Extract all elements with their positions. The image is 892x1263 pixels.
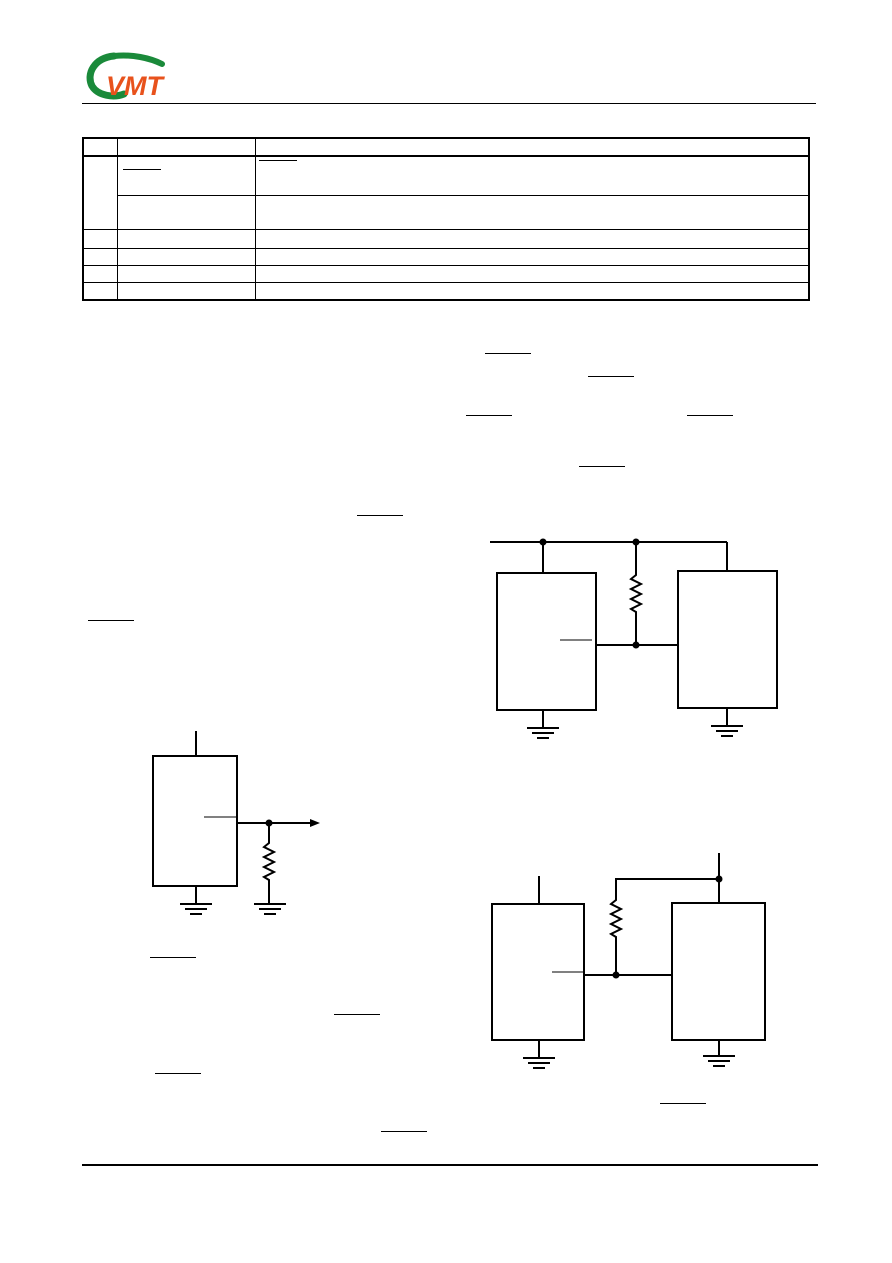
ic-block — [152, 755, 238, 887]
logo-lettering: VMT — [106, 71, 166, 100]
table-row — [82, 282, 810, 301]
overbar-mark — [381, 1131, 427, 1132]
overbar-mark — [357, 515, 403, 516]
ic-block-left — [496, 572, 597, 711]
footer-rule — [82, 1164, 818, 1166]
overbar-mark — [579, 466, 625, 467]
ground-symbol — [703, 1055, 735, 1067]
resistor — [261, 823, 277, 904]
overbar-mark — [687, 415, 733, 416]
resistor — [608, 878, 719, 975]
table-header-row — [82, 137, 810, 158]
overbar-mark — [660, 1103, 706, 1104]
resistor — [628, 542, 644, 645]
overbar-mark — [150, 957, 196, 958]
table-row — [82, 155, 810, 231]
junction-dot — [632, 641, 640, 649]
overbar-mark — [466, 415, 512, 416]
ic-to-ic-shared-supply — [490, 538, 778, 739]
company-logo: VMT — [86, 52, 166, 100]
ground-symbol — [527, 727, 559, 739]
ground-symbol — [523, 1057, 555, 1069]
overbar-mark — [88, 620, 134, 621]
ground-symbol — [180, 903, 212, 915]
ic-block-right — [677, 570, 778, 709]
junction-dot — [612, 971, 620, 979]
overbar-mark — [334, 1014, 380, 1015]
ic-block-right — [671, 902, 766, 1041]
overbar-mark — [485, 353, 531, 354]
table-row — [82, 264, 810, 284]
overbar-mark — [155, 1073, 201, 1074]
ground-symbol — [254, 903, 286, 915]
table-row — [82, 247, 810, 266]
overbar-mark — [123, 169, 161, 170]
overbar-mark — [259, 160, 297, 161]
output-arrow — [310, 819, 320, 827]
simple-pullup-circuit — [152, 731, 320, 915]
ground-symbol — [711, 725, 743, 737]
pin-table — [82, 137, 810, 301]
overbar-mark — [588, 376, 634, 377]
table-row — [83, 194, 810, 231]
header-rule — [82, 103, 816, 104]
table-row — [82, 229, 810, 249]
ic-to-ic-separate-supply — [491, 853, 766, 1069]
